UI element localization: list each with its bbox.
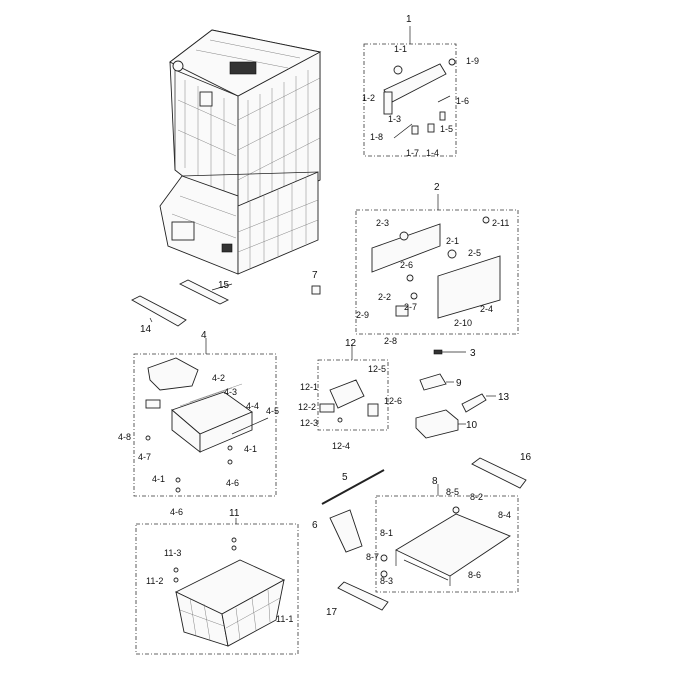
refrigerator-cabinet <box>159 29 322 275</box>
item-16: 16 <box>471 452 532 489</box>
label-4-2: 4-2 <box>212 373 225 383</box>
label-4-1-outer: 4-1 <box>152 474 165 484</box>
label-1-8: 1-8 <box>370 132 383 142</box>
item-6: 6 <box>312 509 363 553</box>
label-9: 9 <box>456 378 462 389</box>
label-2-10: 2-10 <box>454 318 472 328</box>
item-7: 7 <box>311 270 321 295</box>
label-12-1: 12-1 <box>300 382 318 392</box>
label-2-2: 2-2 <box>378 292 391 302</box>
label-2: 2 <box>434 182 440 193</box>
label-11-1: 11-1 <box>276 614 293 624</box>
label-2-11: 2-11 <box>492 218 509 228</box>
label-4-6-outer: 4-6 <box>170 507 183 517</box>
label-1-7: 1-7 <box>406 148 419 158</box>
assembly-8: 8 8-5 8-2 8-4 8-1 8-7 8-3 8-6 <box>366 476 519 593</box>
label-4-1-inner: 4-1 <box>244 444 257 454</box>
label-12-5: 12-5 <box>368 364 386 374</box>
label-10: 10 <box>466 420 478 431</box>
label-2-7: 2-7 <box>404 302 417 312</box>
label-8: 8 <box>432 476 438 487</box>
label-1-5: 1-5 <box>440 124 453 134</box>
assembly-2: 2 2-3 2-1 2-5 2-6 2-2 2-7 2-9 2-8 2-4 2-… <box>355 182 519 346</box>
label-8-4: 8-4 <box>498 510 511 520</box>
label-16: 16 <box>520 452 532 463</box>
label-11-2: 11-2 <box>146 576 163 586</box>
label-4-6-inner: 4-6 <box>226 478 239 488</box>
label-11: 11 <box>229 508 240 519</box>
label-3: 3 <box>470 348 476 359</box>
label-12-2: 12-2 <box>298 402 316 412</box>
item-10: 10 <box>415 409 478 439</box>
label-1-4: 1-4 <box>426 148 439 158</box>
item-17: 17 <box>326 581 389 618</box>
label-8-3: 8-3 <box>380 576 393 586</box>
label-8-2: 8-2 <box>470 492 483 502</box>
label-6: 6 <box>312 520 318 531</box>
label-12-6: 12-6 <box>384 396 402 406</box>
label-2-3: 2-3 <box>376 218 389 228</box>
assembly-4: 4 4-2 4-3 4-4 4-5 4-8 4-7 4-1 4-6 4-1 4-… <box>118 330 279 517</box>
label-8-5: 8-5 <box>446 487 459 497</box>
item-9: 9 <box>419 373 462 391</box>
label-4-8: 4-8 <box>118 432 131 442</box>
label-1-3: 1-3 <box>388 114 401 124</box>
label-1-1: 1-1 <box>394 44 407 54</box>
label-2-1: 2-1 <box>446 236 459 246</box>
label-4-7: 4-7 <box>138 452 151 462</box>
label-17: 17 <box>326 607 338 618</box>
assembly-12: 12 12-5 12-1 12-2 12-6 12-3 12-4 <box>298 338 402 451</box>
label-4-5: 4-5 <box>266 406 279 416</box>
label-7: 7 <box>312 270 318 281</box>
item-5: 5 <box>321 469 385 505</box>
label-15: 15 <box>218 280 230 291</box>
assembly-11: 11 11-3 11-2 11-1 <box>135 508 299 655</box>
label-1-2: 1-2 <box>362 93 375 103</box>
label-2-9: 2-9 <box>356 310 369 320</box>
label-8-6: 8-6 <box>468 570 481 580</box>
label-2-6: 2-6 <box>400 260 413 270</box>
label-5: 5 <box>342 472 348 483</box>
label-1-6: 1-6 <box>456 96 469 106</box>
label-4-3: 4-3 <box>224 387 237 397</box>
label-14: 14 <box>140 324 152 335</box>
label-12-4: 12-4 <box>332 441 350 451</box>
label-12-3: 12-3 <box>300 418 318 428</box>
label-12: 12 <box>345 338 357 349</box>
item-13: 13 <box>461 392 510 413</box>
item-3: 3 <box>433 348 476 359</box>
label-8-1: 8-1 <box>380 528 393 538</box>
label-1: 1 <box>406 14 412 25</box>
label-2-5: 2-5 <box>468 248 481 258</box>
label-2-8: 2-8 <box>384 336 397 346</box>
label-11-3: 11-3 <box>164 548 181 558</box>
label-4-4: 4-4 <box>246 401 259 411</box>
label-4: 4 <box>201 330 207 341</box>
label-8-7: 8-7 <box>366 552 379 562</box>
label-13: 13 <box>498 392 510 403</box>
item-15: 15 <box>178 279 233 305</box>
assembly-1: 1 1-1 1-2 1-3 1-4 1-5 1-6 1-7 1-8 1-9 <box>362 14 479 158</box>
label-2-4: 2-4 <box>480 304 493 314</box>
item-14: 14 <box>131 295 187 335</box>
label-1-9: 1-9 <box>466 56 479 66</box>
